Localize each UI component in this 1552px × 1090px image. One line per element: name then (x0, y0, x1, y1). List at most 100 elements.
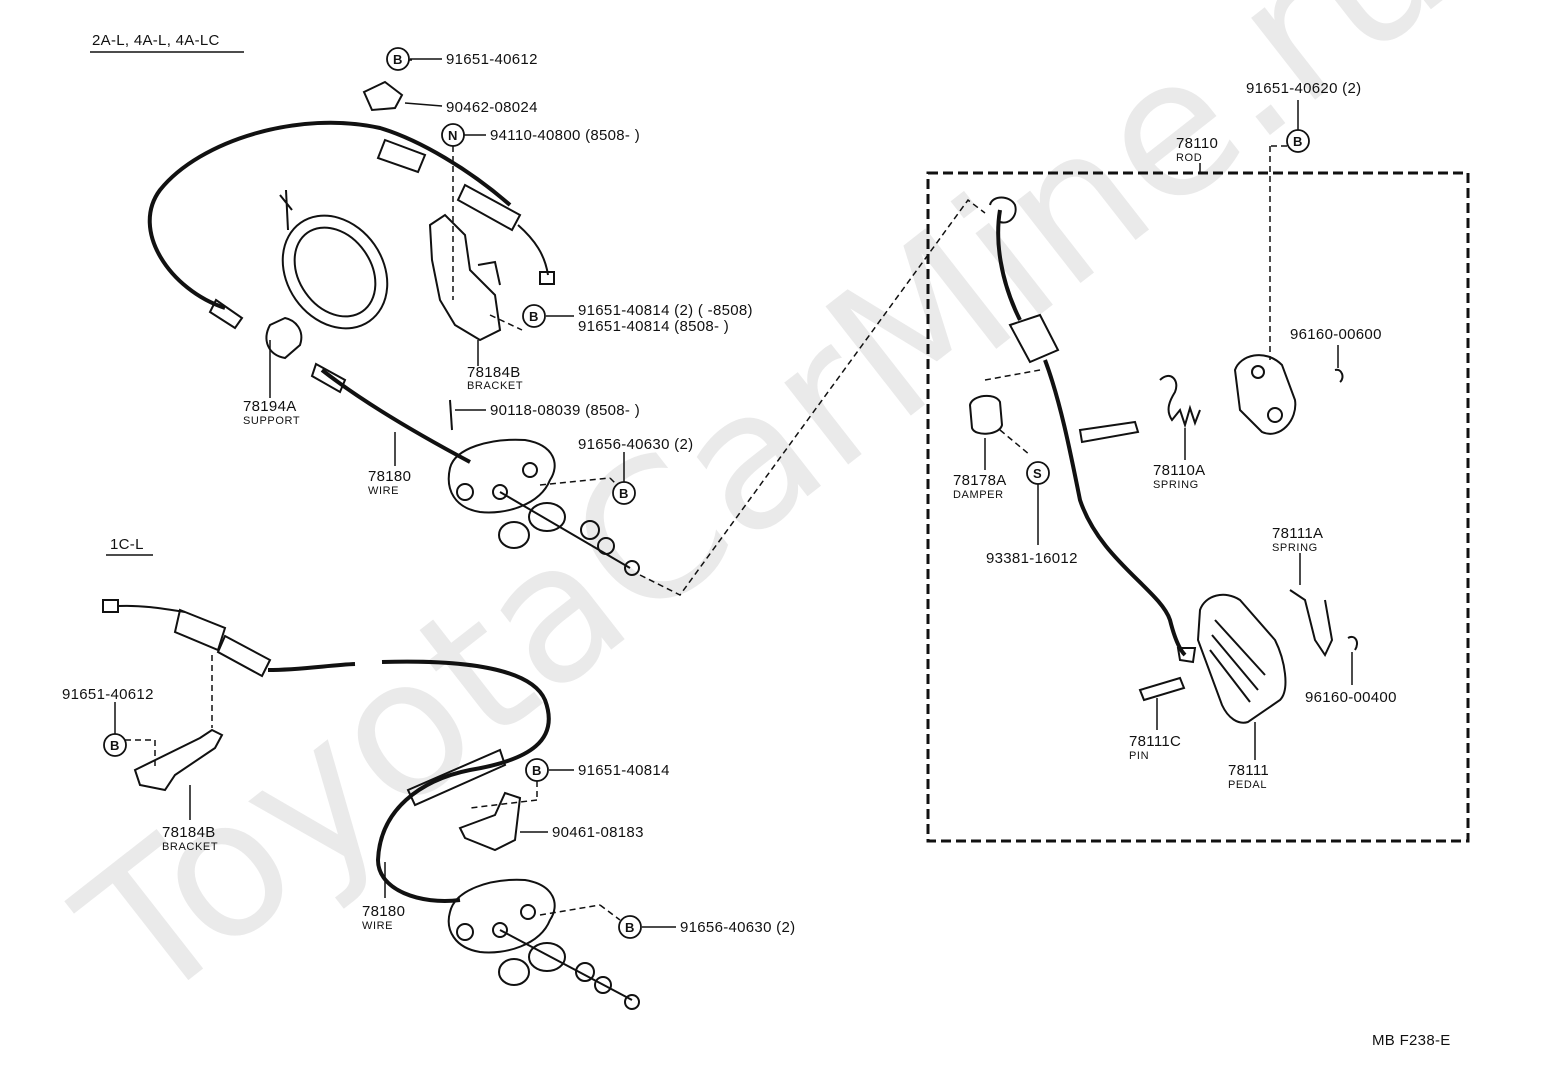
bracket-top (428, 213, 502, 342)
pivot-shaft (1078, 420, 1140, 444)
screw-part (449, 399, 453, 431)
label-78110a: 78110A (1153, 462, 1205, 479)
wire-cable (375, 659, 551, 903)
label-support: SUPPORT (243, 415, 300, 427)
label-91651-40620: 91651-40620 (2) (1246, 80, 1361, 97)
figure-code: MB F238-E (1372, 1032, 1451, 1049)
wire-end-nipple (539, 271, 555, 285)
label-91651-40814-2: 91651-40814 (2) ( -8508) (578, 302, 753, 319)
label-rod: ROD (1176, 152, 1202, 164)
label-78180-bot: 78180 (362, 903, 405, 920)
inner-wire (499, 491, 631, 569)
wire-cable (267, 662, 356, 672)
symbol-s: S (1033, 466, 1042, 481)
pivot-bracket (1233, 354, 1297, 435)
label-78111a: 78111A (1272, 525, 1323, 542)
symbol-b: B (110, 738, 119, 753)
bracket-hole (1267, 407, 1283, 423)
pedal-pin (1138, 676, 1186, 702)
support-ring-inner (293, 226, 377, 318)
label-91656-40630-bot: 91656-40630 (2) (680, 919, 795, 936)
label-78111: 78111 (1228, 762, 1269, 779)
rod-hook (989, 196, 1017, 224)
grommet (528, 502, 566, 532)
label-90118-08039: 90118-08039 (8508- ) (490, 402, 640, 419)
rod-bushing (1008, 313, 1060, 364)
label-91651-40612-bot: 91651-40612 (62, 686, 154, 703)
pedal-spring (1289, 589, 1334, 658)
symbol-b: B (393, 52, 402, 67)
dashed-leader (999, 429, 1031, 456)
symbol-b-marker (618, 915, 642, 939)
label-78184b-top: 78184B (467, 364, 521, 381)
lever-end (1176, 647, 1197, 664)
label-94110-40800: 94110-40800 (8508- ) (490, 127, 640, 144)
label-pin: PIN (1129, 750, 1149, 762)
return-spring (1159, 374, 1201, 429)
support-clamp (265, 316, 303, 360)
pedal-lever (1043, 359, 1187, 657)
damper-part (968, 394, 1004, 435)
bracket-hole (1251, 365, 1265, 379)
wire-sleeve (310, 362, 347, 394)
bracket-tab (477, 260, 501, 286)
accelerator-pedal (1196, 593, 1287, 724)
symbol-b: B (532, 763, 541, 778)
label-91656-40630-top: 91656-40630 (2) (578, 436, 693, 453)
clip-part (362, 80, 404, 112)
housing-hole (492, 922, 508, 938)
label-damper: DAMPER (953, 489, 1004, 501)
wire-sleeve (406, 748, 507, 807)
grommet (498, 958, 530, 986)
pedal-ridges (1209, 619, 1266, 703)
dashed-leader (599, 904, 621, 921)
label-90462-08024: 90462-08024 (446, 99, 538, 116)
bracket-bottom (133, 728, 224, 792)
label-spring-b: SPRING (1272, 542, 1318, 554)
housing-hole (456, 483, 474, 501)
inner-wire (499, 929, 633, 1001)
dashed-leader (469, 799, 538, 809)
e-ring (1334, 368, 1344, 383)
wire-end (624, 560, 640, 576)
symbol-b: B (619, 486, 628, 501)
housing-hole (520, 904, 536, 920)
wire-end (624, 994, 640, 1010)
symbol-b: B (1293, 134, 1302, 149)
inner-wire (517, 224, 549, 276)
watermark: ToyotaCarMine.ru (41, 0, 1486, 1046)
cable-end (208, 298, 244, 330)
label-91651-40814-bot: 91651-40814 (578, 762, 670, 779)
symbol-b: B (625, 920, 634, 935)
symbol-n: N (448, 128, 457, 143)
wire-cable (320, 368, 471, 464)
label-91651-40612-top: 91651-40612 (446, 51, 538, 68)
label-spring-a: SPRING (1153, 479, 1199, 491)
e-ring (1347, 636, 1358, 651)
cable-fitting (456, 183, 522, 232)
housing-hole (522, 462, 538, 478)
label-90461-08183: 90461-08183 (552, 824, 644, 841)
label-91651-40814-b: 91651-40814 (8508- ) (578, 318, 729, 335)
housing-hole (456, 923, 474, 941)
label-78184b-bot: 78184B (162, 824, 216, 841)
label-78194a: 78194A (243, 398, 297, 415)
adjust-nut (580, 520, 600, 540)
housing-hole (492, 484, 508, 500)
accelerator-rod (996, 209, 1022, 321)
wire-housing (447, 878, 556, 954)
adjust-nut (597, 537, 615, 555)
label-78110: 78110 (1176, 135, 1218, 152)
support-bolt (279, 189, 293, 231)
label-bracket-bot: BRACKET (162, 841, 218, 853)
symbol-b: B (529, 309, 538, 324)
section-header-engines-a: 2A-L, 4A-L, 4A-LC (92, 32, 220, 49)
label-pedal: PEDAL (1228, 779, 1267, 791)
wire-housing (447, 438, 556, 514)
symbol-b-marker (386, 47, 410, 71)
grommet (528, 942, 566, 972)
label-96160-00400: 96160-00400 (1305, 689, 1397, 706)
label-wire-top: WIRE (368, 485, 399, 497)
